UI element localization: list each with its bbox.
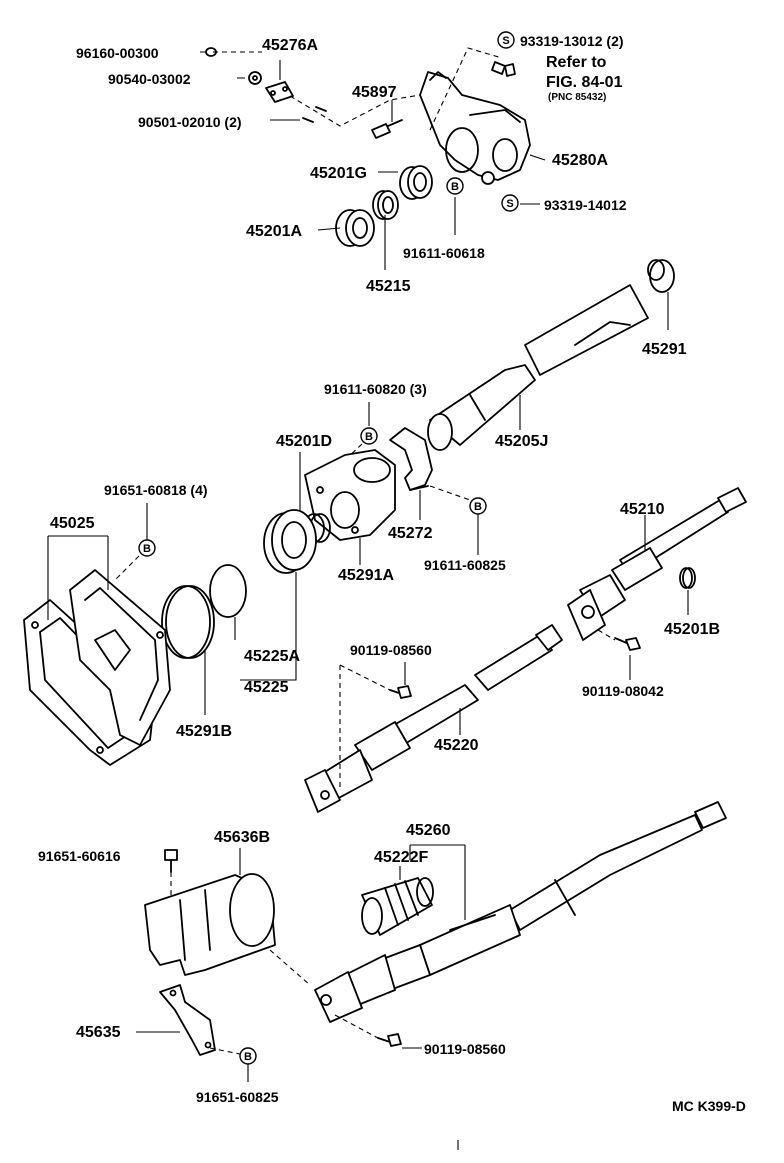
clamp-45272-icon — [389, 427, 433, 491]
collar-45215-icon — [372, 190, 399, 220]
label-45280A: 45280A — [552, 152, 608, 169]
cover-45025-icon — [23, 569, 171, 766]
bearing-45201A-icon — [335, 209, 375, 247]
pins-90501-icon — [302, 106, 327, 123]
bearing-45201G-icon — [399, 165, 433, 200]
label-90501: 90501-02010 (2) — [138, 114, 242, 130]
intermediate-shaft-45220-icon — [304, 624, 563, 813]
label-91651-60825: 91651-60825 — [196, 1089, 279, 1105]
dash-90119-08042 — [597, 629, 616, 641]
leader-45225 — [234, 572, 297, 681]
label-refer-fig: FIG. 84-01 — [546, 74, 623, 91]
circled-b-symbol-icon: B — [360, 427, 378, 445]
ring-45201B-icon — [679, 567, 696, 589]
circled-b-symbol-icon: B — [446, 177, 464, 195]
label-45897: 45897 — [352, 84, 397, 101]
symbol-b-text: B — [244, 1051, 252, 1063]
shaft-45210-icon — [567, 487, 747, 641]
lower-shaft-45260-icon — [314, 801, 727, 1023]
label-45225: 45225 — [244, 679, 289, 696]
symbol-s-text: S — [506, 198, 513, 210]
label-45272: 45272 — [388, 525, 433, 542]
label-90119-08560-upper: 90119-08560 — [350, 642, 432, 658]
label-45205J: 45205J — [495, 433, 548, 450]
label-45025: 45025 — [50, 515, 95, 532]
label-91651-60818: 91651-60818 (4) — [104, 482, 208, 498]
washer-90540-icon — [248, 71, 262, 85]
bracket-45291A-icon — [304, 449, 396, 541]
circled-s-symbol-icon: S — [501, 194, 519, 212]
tube-45205J-icon — [427, 364, 536, 451]
footer-code: MC K399-D — [672, 1098, 746, 1114]
symbol-b-text: B — [474, 501, 482, 513]
label-93319-14012: 93319-14012 — [544, 197, 627, 213]
bolt-90119-08042-icon — [614, 637, 641, 651]
label-91611-60820: 91611-60820 (3) — [324, 381, 427, 397]
label-45215: 45215 — [366, 278, 411, 295]
bolt-90119-08560-icon — [377, 1033, 402, 1047]
label-90119-08042: 90119-08042 — [582, 683, 664, 699]
dash-45272 — [429, 485, 471, 501]
label-91611-60618: 91611-60618 — [403, 245, 485, 261]
label-45220: 45220 — [434, 737, 479, 754]
plate-45276A-icon — [265, 81, 294, 103]
circled-b-symbol-icon: B — [239, 1047, 257, 1065]
label-45260: 45260 — [406, 822, 451, 839]
label-45201G: 45201G — [310, 165, 367, 182]
bolt-91651-60616-icon — [164, 849, 178, 873]
label-45222F: 45222F — [374, 849, 428, 866]
label-refer-to: Refer to — [546, 54, 607, 71]
seal-45225-icon — [263, 509, 317, 574]
label-45291: 45291 — [642, 341, 687, 358]
leader-45025 — [47, 535, 109, 620]
label-45635: 45635 — [76, 1024, 121, 1041]
bracket-45635-icon — [159, 984, 216, 1056]
dash-90119-08560-upper — [339, 664, 391, 790]
label-90540: 90540-03002 — [108, 71, 191, 87]
label-45210: 45210 — [620, 501, 665, 518]
label-45636B: 45636B — [214, 829, 270, 846]
label-45201A: 45201A — [246, 223, 302, 240]
label-refer-pnc: (PNC 85432) — [548, 92, 606, 103]
circled-b-symbol-icon: B — [469, 497, 487, 515]
circled-b-symbol-icon: B — [138, 539, 156, 557]
label-91611-60825: 91611-60825 — [424, 557, 506, 573]
bolt-90119-08560-icon — [389, 685, 412, 699]
symbol-b-text: B — [143, 543, 151, 555]
label-45276A: 45276A — [262, 37, 318, 54]
label-45225A: 45225A — [244, 648, 300, 665]
bracket-housing-45280A-icon — [419, 71, 531, 185]
label-45291A: 45291A — [338, 567, 394, 584]
dash-91651-60818 — [114, 555, 140, 581]
label-93319-13012: 93319-13012 (2) — [520, 33, 624, 49]
o-ring-45291B-icon — [161, 585, 215, 659]
bolt-93319-13012-icon — [491, 61, 516, 77]
upper-tube-45291-icon — [524, 259, 675, 376]
dash-45636B — [269, 949, 311, 986]
label-96160: 96160-00300 — [76, 45, 159, 61]
circled-s-symbol-icon: S — [497, 31, 515, 49]
label-90119-08560-lower: 90119-08560 — [424, 1041, 506, 1057]
label-45291B: 45291B — [176, 723, 232, 740]
label-45201D: 45201D — [276, 433, 332, 450]
cover-45636B-icon — [144, 873, 276, 976]
symbol-b-text: B — [451, 181, 459, 193]
top-leader-lines — [200, 51, 546, 270]
leader-45260 — [409, 844, 466, 920]
symbol-s-text: S — [502, 35, 509, 47]
screw-45897-icon — [371, 119, 403, 139]
symbol-b-text: B — [365, 431, 373, 443]
boot-45222F-icon — [361, 877, 434, 936]
label-91651-60616: 91651-60616 — [38, 848, 121, 864]
o-ring-45225A-icon — [209, 564, 247, 618]
label-45201B: 45201B — [664, 621, 720, 638]
top-dashed-guide — [213, 47, 503, 131]
dash-90119-08560-lower — [334, 1014, 379, 1039]
